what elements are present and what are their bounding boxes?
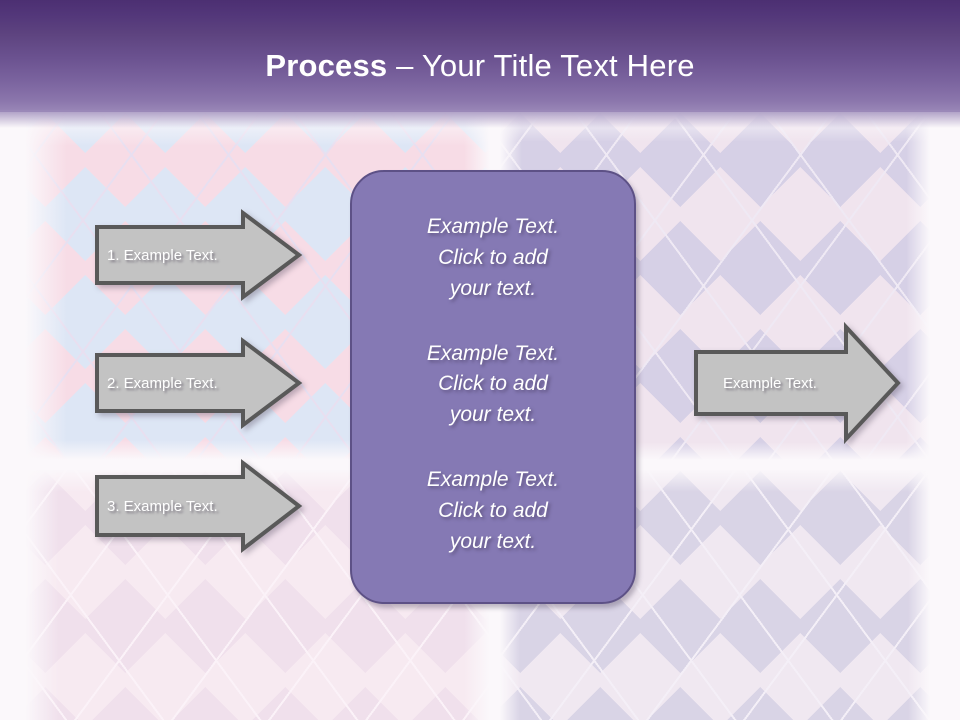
center-text-block-1: Example Text. Click to add your text. — [352, 212, 634, 305]
page-title-strong: Process — [265, 48, 388, 83]
center-text-line: your text. — [449, 276, 537, 300]
arrow-shape-icon — [95, 337, 303, 429]
center-text-line: Click to add — [438, 372, 548, 396]
center-text-line: Click to add — [438, 499, 548, 523]
center-text-line: your text. — [449, 529, 537, 553]
page-title: Process – Your Title Text Here — [0, 50, 960, 81]
center-text-line: Example Text. — [426, 215, 560, 238]
arrow-shape-icon — [95, 458, 303, 554]
process-arrow-1[interactable]: 1. Example Text. — [95, 209, 303, 301]
process-arrow-3[interactable]: 3. Example Text. — [95, 458, 303, 554]
center-text-line: your text. — [449, 403, 537, 427]
page-title-rest: – Your Title Text Here — [387, 48, 695, 83]
center-content-box[interactable]: Example Text. Click to add your text. Ex… — [350, 170, 636, 604]
center-text-line: Click to add — [438, 245, 548, 269]
arrow-shape-icon — [95, 209, 303, 301]
title-bar: Process – Your Title Text Here — [0, 0, 960, 128]
center-text-block-2: Example Text. Click to add your text. — [352, 339, 634, 432]
process-arrow-2[interactable]: 2. Example Text. — [95, 337, 303, 429]
center-text-block-3: Example Text. Click to add your text. — [352, 465, 634, 558]
center-text-line: Example Text. — [426, 468, 560, 492]
arrow-shape-icon — [694, 321, 901, 445]
center-text-line: Example Text. — [426, 341, 560, 365]
process-arrow-result[interactable]: Example Text. — [694, 321, 901, 445]
